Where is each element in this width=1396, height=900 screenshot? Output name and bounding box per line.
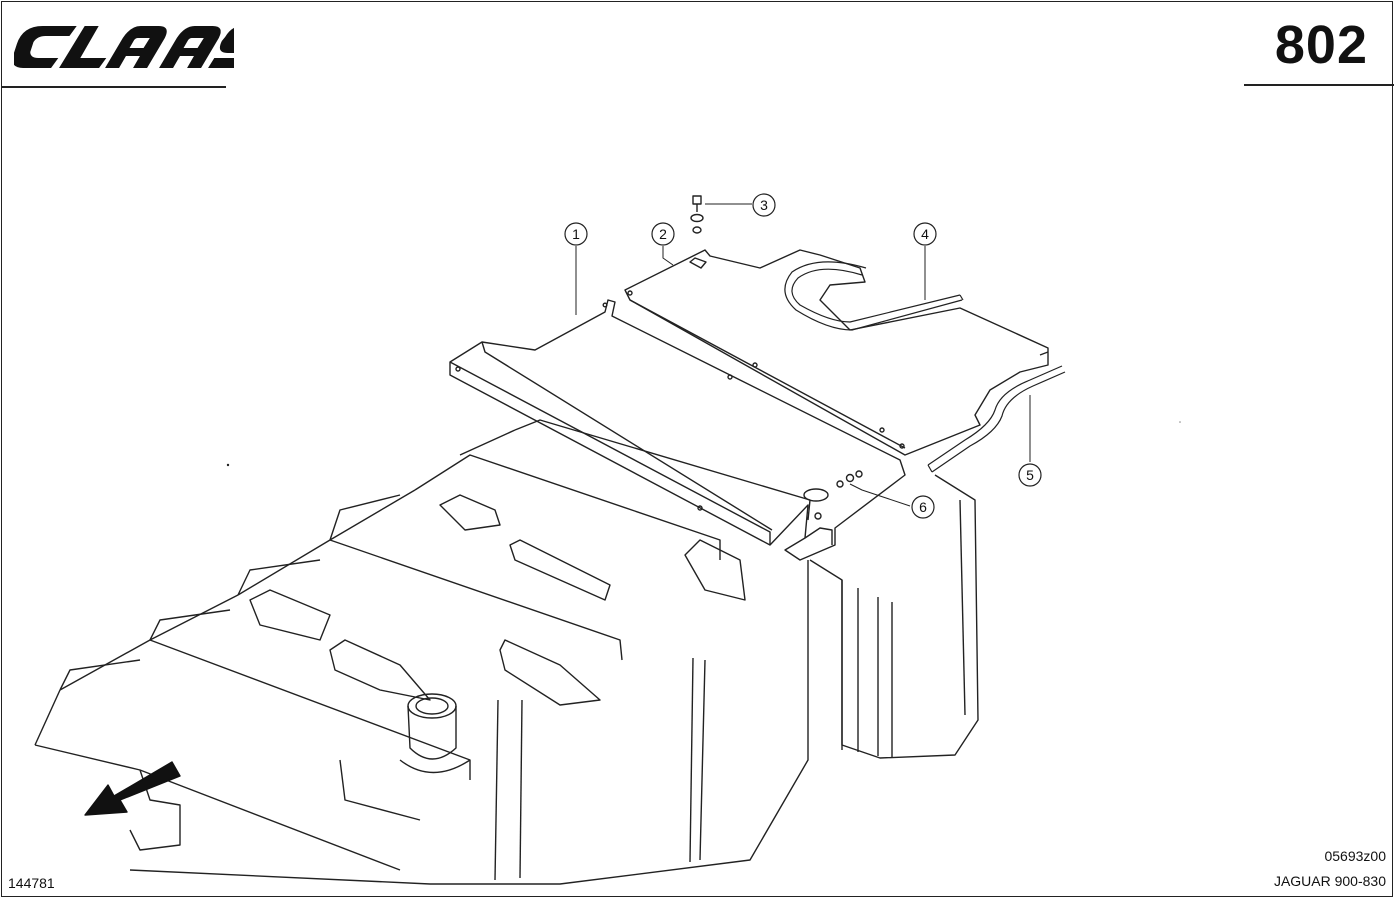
fuel-tank [34, 419, 979, 885]
callout-6-label: 6 [919, 499, 927, 515]
callout-4: 4 [913, 222, 937, 246]
callout-5-label: 5 [1026, 467, 1034, 483]
leader-lines [575, 203, 1031, 507]
callout-1: 1 [564, 222, 588, 246]
part-5-seal [927, 365, 1066, 473]
part-1-shield [449, 299, 906, 561]
callout-6: 6 [911, 495, 935, 519]
part-4-seal [784, 261, 964, 331]
callout-3-label: 3 [760, 197, 768, 213]
header-left-rule [2, 86, 226, 88]
callout-4-label: 4 [921, 226, 929, 242]
header-right-rule [1244, 84, 1394, 86]
travel-direction-arrow [84, 761, 181, 816]
drawing-code: 05693z00 [1324, 848, 1386, 864]
part-3-bolt [690, 195, 704, 234]
callout-2-label: 2 [659, 226, 667, 242]
figure-id: 144781 [8, 875, 55, 891]
callout-2: 2 [651, 222, 675, 246]
machine-model: JAGUAR 900-830 [1273, 873, 1386, 889]
callout-1-label: 1 [572, 226, 580, 242]
part-6-fasteners [836, 470, 863, 488]
page-number: 802 [1274, 15, 1368, 75]
callout-5: 5 [1018, 463, 1042, 487]
part-2-cover [624, 249, 1049, 456]
callout-3: 3 [752, 193, 776, 217]
